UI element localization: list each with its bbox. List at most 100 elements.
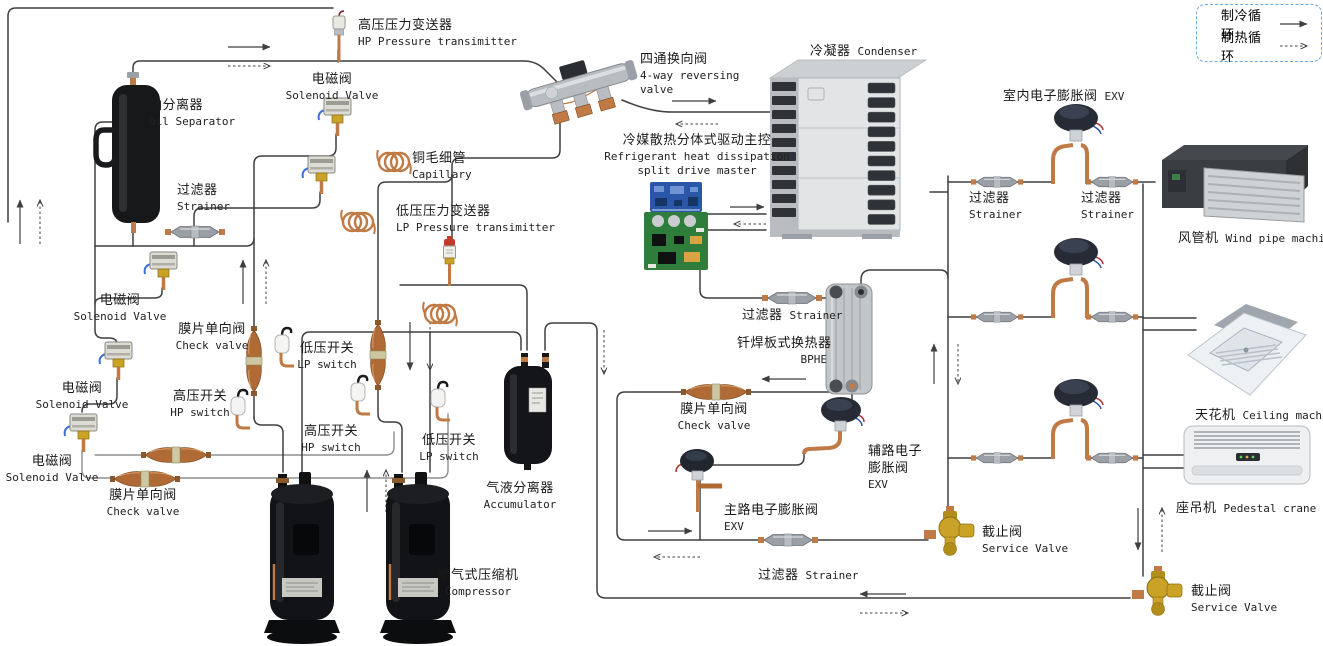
service-valve-component xyxy=(923,505,975,556)
label-zh: 膜片单向阀 xyxy=(178,322,246,337)
strainer-component xyxy=(970,311,1024,323)
label-zh: 膜片单向阀 xyxy=(680,402,748,417)
pipe xyxy=(81,449,113,479)
label-en: Check valve xyxy=(677,418,751,432)
label-en: Check valve xyxy=(106,504,180,518)
check-valve-component xyxy=(369,319,387,391)
label-zh: 风管机 xyxy=(1178,231,1219,246)
check-valve-component xyxy=(140,446,212,464)
pipe xyxy=(621,99,771,113)
hp-switch-component xyxy=(349,374,372,416)
label-en: Capillary xyxy=(412,167,472,181)
label-zh: 油分离器 xyxy=(149,98,204,113)
pipe xyxy=(253,416,284,473)
label-zh: 四通换向阀 xyxy=(640,52,708,67)
solenoid-valve-component xyxy=(97,340,134,382)
lp-pressure-transmitter-component xyxy=(442,234,457,288)
label-en: Oil Separator xyxy=(149,114,236,128)
check-valve-component xyxy=(109,470,181,488)
pipe xyxy=(301,331,522,473)
label-zh: 冷凝器 xyxy=(810,44,851,59)
pipe xyxy=(7,7,334,223)
legend-cooling-label: 制冷循环 xyxy=(1221,9,1262,43)
label-en: Pedestal crane xyxy=(1223,502,1317,515)
label-en: Solenoid Valve xyxy=(35,397,129,411)
pipe xyxy=(173,413,449,479)
label-zh: 冷媒散热分体式驱动主控 xyxy=(622,133,772,148)
accumulator-component xyxy=(503,352,553,471)
label-zh: 低压开关 xyxy=(299,341,355,356)
label-en: EXV xyxy=(724,519,744,533)
oil-separator-component xyxy=(92,72,164,234)
label-en2: split drive master xyxy=(637,164,757,178)
lp-switch-component xyxy=(273,326,296,368)
pipes xyxy=(7,7,1197,599)
compressor-component xyxy=(262,470,342,646)
label-en: Strainer xyxy=(805,569,859,582)
pipe xyxy=(193,191,321,247)
label-en: Strainer xyxy=(969,207,1022,221)
strainer-component xyxy=(164,225,226,239)
label-en: Solenoid Valve xyxy=(285,88,379,102)
lp-switch-component xyxy=(429,380,452,422)
label-zh: 辅路电子 xyxy=(868,444,923,459)
strainer-component xyxy=(970,176,1024,188)
label-zh: 高压压力变送器 xyxy=(358,18,453,33)
aux-exv-component xyxy=(802,395,866,456)
label-zh: 室内电子膨胀阀 xyxy=(1003,89,1098,104)
label-zh2: 膨胀阀 xyxy=(868,460,909,476)
pipe xyxy=(544,322,1131,599)
label-en: Check valve xyxy=(175,338,249,352)
legend-box: 制冷循环 制热循环 xyxy=(1196,4,1322,65)
label-zh: 喷气式压缩机 xyxy=(437,568,519,583)
label-zh: 过滤器 xyxy=(1081,191,1122,206)
legend-heating-row: 制热循环 xyxy=(1221,31,1313,65)
legend-heating-label: 制热循环 xyxy=(1221,31,1262,65)
label-en: Strainer xyxy=(177,199,230,213)
label-zh: 电磁阀 xyxy=(61,381,103,396)
indoor-exv-component xyxy=(1051,102,1105,186)
pipe xyxy=(208,431,395,456)
capillary-coil-component xyxy=(422,300,458,328)
pipe xyxy=(94,245,118,345)
pipe xyxy=(253,133,337,419)
label-zh: 钎焊板式换热器 xyxy=(737,336,832,351)
label-en: Compressor xyxy=(444,584,512,598)
pipe xyxy=(94,287,163,305)
pipe xyxy=(132,60,560,97)
drive-pcb-blue-component xyxy=(649,181,703,213)
label-en: Service Valve xyxy=(982,541,1069,555)
label-en: EXV xyxy=(868,477,888,491)
label-zh: 过滤器 xyxy=(969,191,1010,206)
label-en: Accumulator xyxy=(483,497,557,511)
drive-pcb-green-component xyxy=(644,212,708,270)
hp-pressure-transmitter-component xyxy=(331,9,347,64)
dashed-arrow-icon xyxy=(1280,42,1313,50)
pipe xyxy=(1142,317,1197,469)
label-en: Service Valve xyxy=(1191,600,1278,614)
label-en: LP switch xyxy=(297,357,357,371)
label-zh: 截止阀 xyxy=(1191,584,1232,599)
label-en: LP Pressure transimitter xyxy=(396,220,555,234)
label-en: 4-way reversing xyxy=(640,68,740,82)
label-zh: 高压开关 xyxy=(303,424,359,439)
